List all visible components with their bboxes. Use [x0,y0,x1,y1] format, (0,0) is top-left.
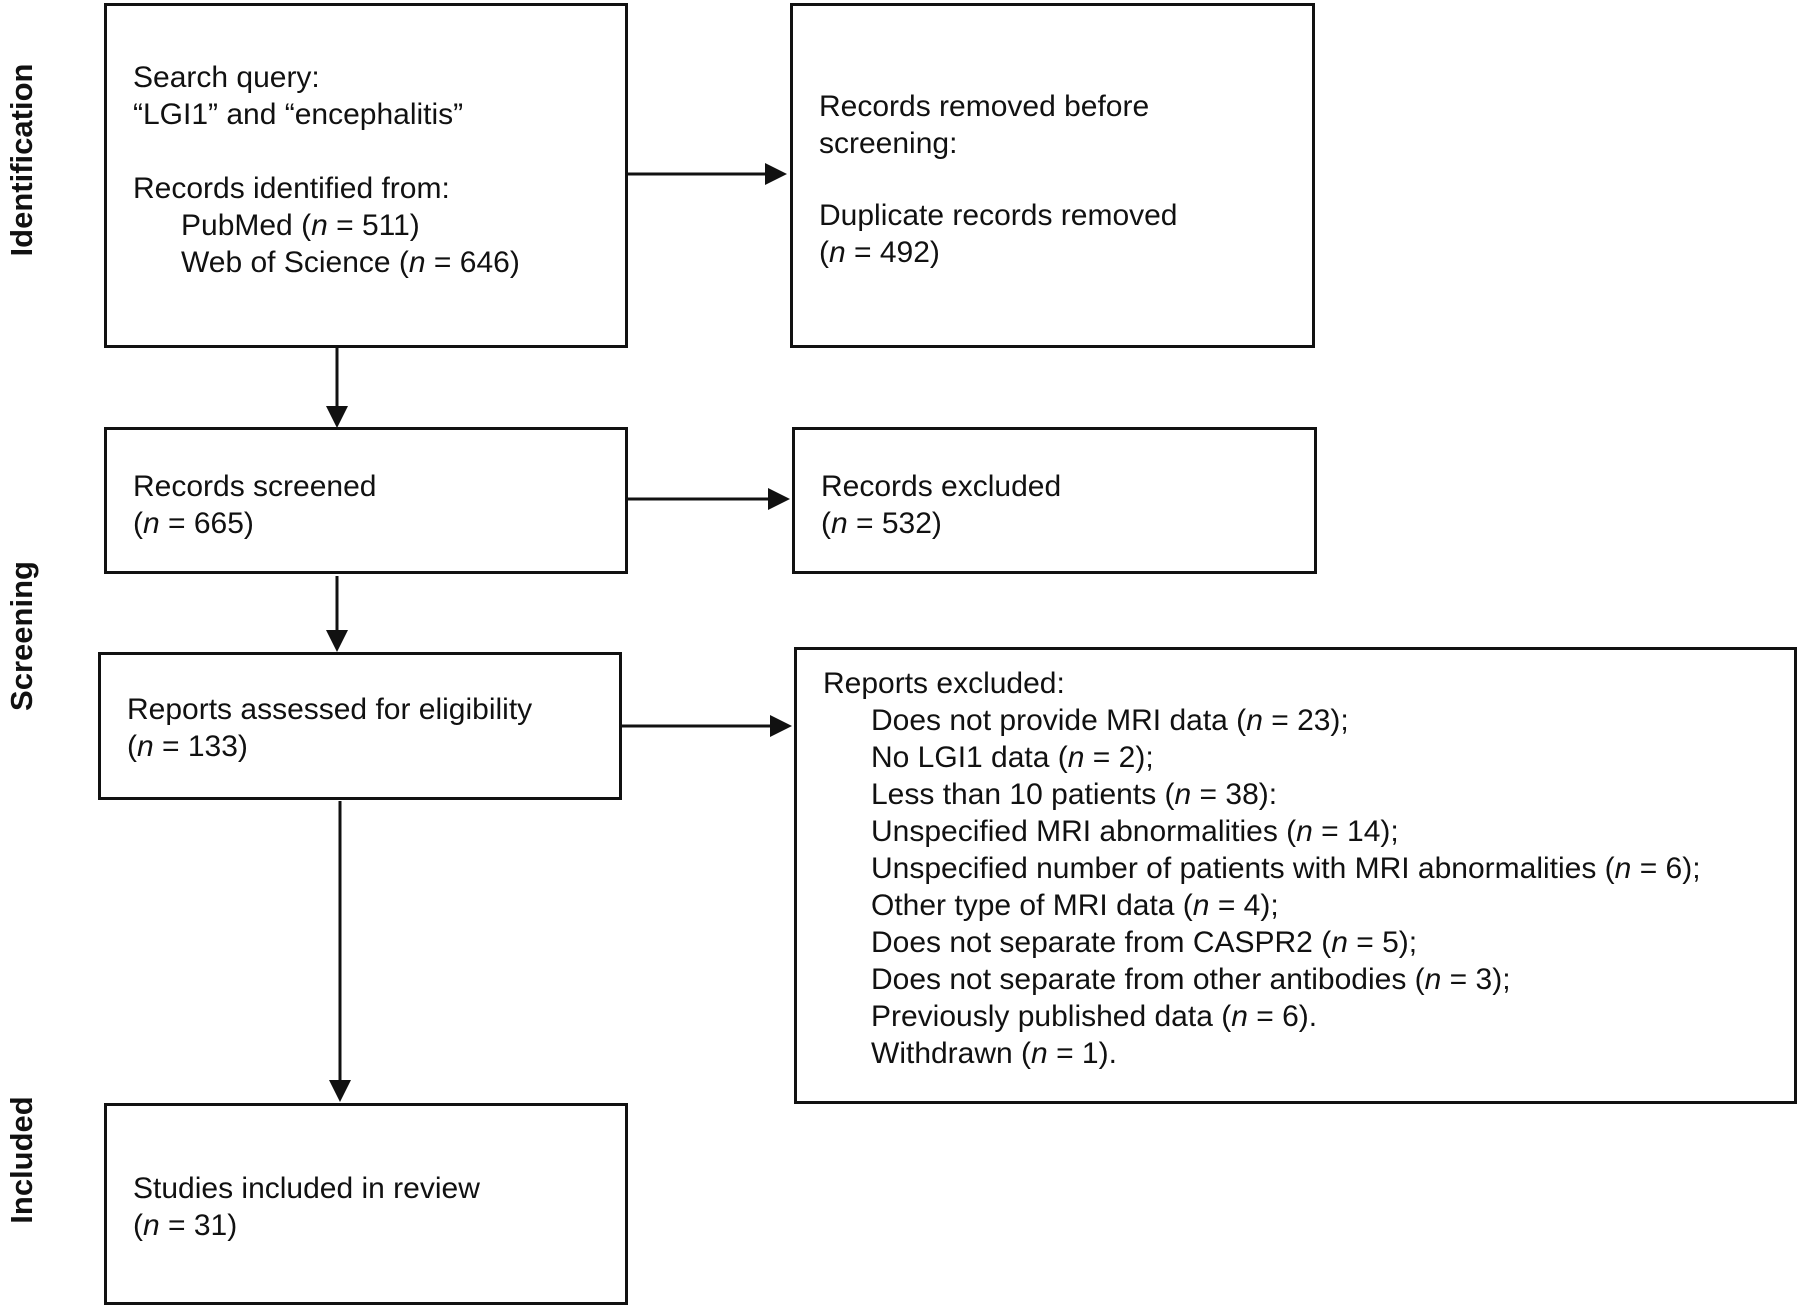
reports-excluded-box: Reports excluded: Does not provide MRI d… [794,647,1797,1104]
records-screened-text: Records screened (n = 665) [133,468,376,542]
exclusion-reason: Does not separate from CASPR2 (n = 5); [871,926,1418,959]
exclusion-reason: Does not provide MRI data (n = 23); [871,704,1349,737]
eligibility-text: Reports assessed for eligibility (n = 13… [127,691,532,765]
exclusion-reason: No LGI1 data (n = 2); [871,741,1154,774]
exclusion-reasons-list: Does not provide MRI data (n = 23); No LG… [823,702,1701,1072]
eligibility-box: Reports assessed for eligibility (n = 13… [98,652,622,800]
arrowhead-identification-to-screened [326,406,348,428]
arrowhead-eligibility-to-reports-excluded [770,715,792,737]
search-query-terms: “LGI1” and “encephalitis” [133,98,464,131]
web-of-science-count: Web of Science (n = 646) [181,246,520,279]
exclusion-reason: Unspecified number of patients with MRI … [871,852,1701,885]
studies-included-text: Studies included in review (n = 31) [133,1170,480,1244]
exclusion-reason: Other type of MRI data (n = 4); [871,889,1279,922]
arrowhead-screened-to-excluded [768,488,790,510]
arrowhead-identification-to-removed [765,163,787,185]
records-excluded-label: Records excluded [821,470,1062,503]
identification-box-text: Search query: “LGI1” and “encephalitis” … [133,59,520,281]
reports-excluded-title: Reports excluded: [823,667,1065,700]
studies-included-label: Studies included in review [133,1172,480,1205]
records-excluded-box: Records excluded (n = 532) [792,427,1317,574]
records-excluded-text: Records excluded (n = 532) [821,468,1061,542]
studies-included-box: Studies included in review (n = 31) [104,1103,628,1305]
exclusion-reason: Does not separate from other antibodies … [871,963,1511,996]
exclusion-reason: Unspecified MRI abnormalities (n = 14); [871,815,1399,848]
records-removed-box: Records removed before screening: Duplic… [790,3,1315,348]
duplicate-records-count: (n = 492) [819,236,940,269]
reports-excluded-text: Reports excluded: Does not provide MRI d… [823,665,1701,1072]
identification-box: Search query: “LGI1” and “encephalitis” … [104,3,628,348]
eligibility-label: Reports assessed for eligibility [127,693,533,726]
records-removed-label: Records removed before [819,90,1150,123]
duplicate-records-label: Duplicate records removed [819,199,1178,232]
search-query-label: Search query: [133,61,320,94]
studies-included-count: (n = 31) [133,1209,238,1242]
eligibility-count: (n = 133) [127,730,248,763]
exclusion-reason: Less than 10 patients (n = 38): [871,778,1278,811]
arrowhead-eligibility-to-included [329,1080,351,1102]
records-screened-label: Records screened [133,470,377,503]
exclusion-reason: Previously published data (n = 6). [871,1000,1318,1033]
records-identified-label: Records identified from: [133,172,450,205]
records-screened-box: Records screened (n = 665) [104,427,628,574]
records-screened-count: (n = 665) [133,507,254,540]
arrowhead-screened-to-eligibility [326,630,348,652]
pubmed-count: PubMed (n = 511) [181,209,420,242]
exclusion-reason: Withdrawn (n = 1). [871,1037,1117,1070]
records-removed-label-cont: screening: [819,127,958,160]
records-removed-text: Records removed before screening: Duplic… [819,88,1178,271]
records-excluded-count: (n = 532) [821,507,942,540]
